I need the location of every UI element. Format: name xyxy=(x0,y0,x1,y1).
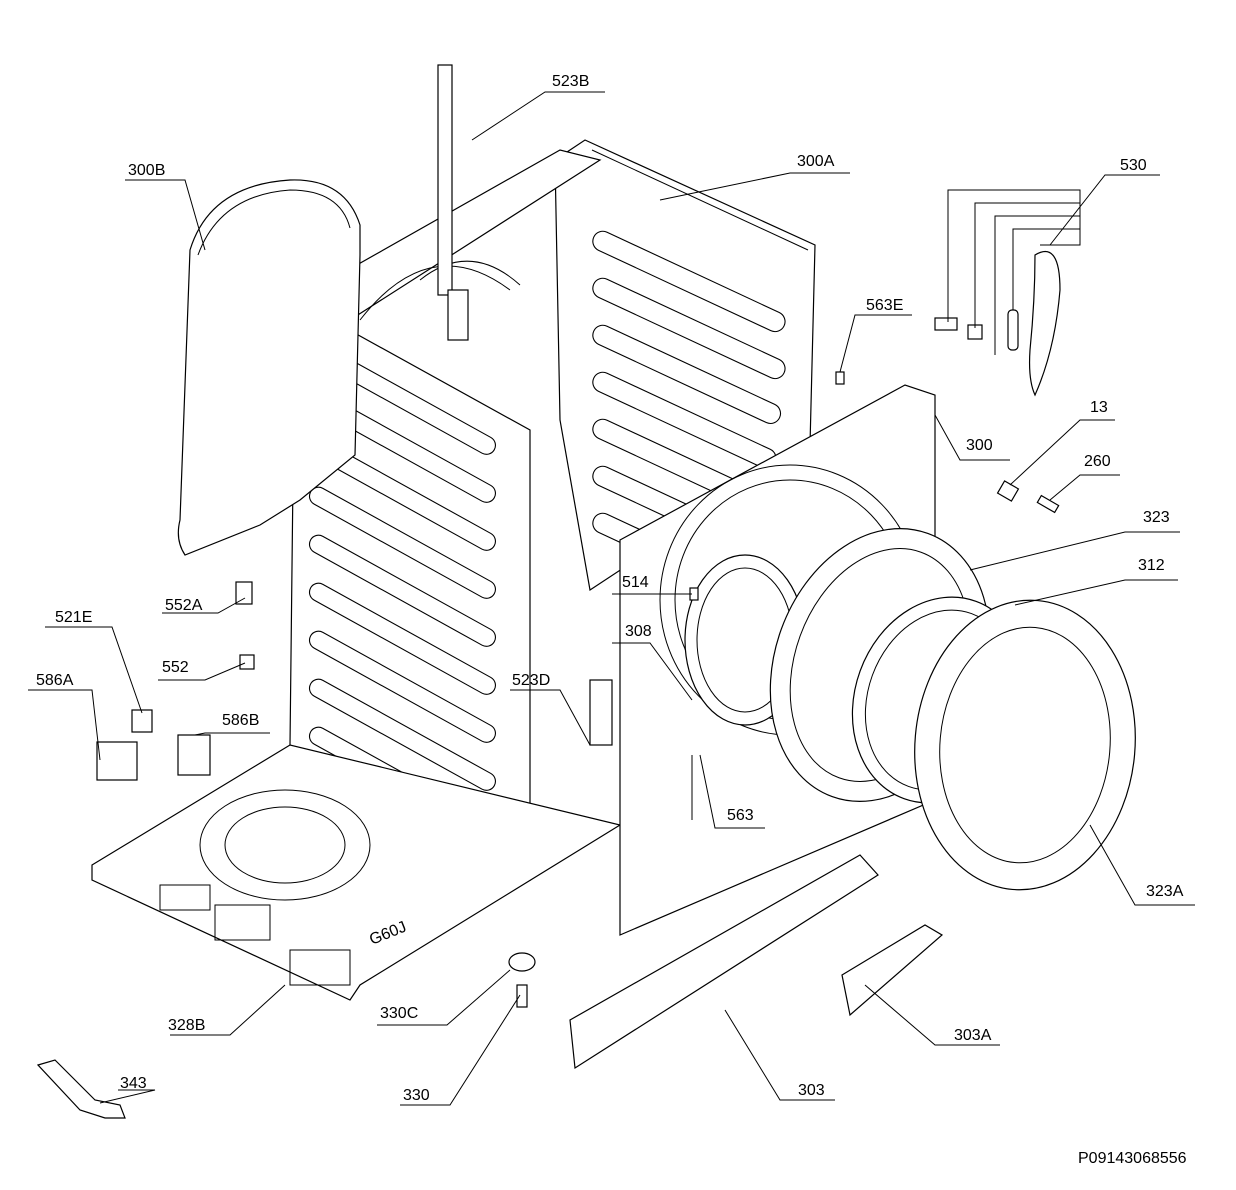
pin-13 xyxy=(996,480,1020,502)
lock-586B xyxy=(177,734,211,776)
label-523D: 523D xyxy=(512,672,550,689)
label-312: 312 xyxy=(1138,557,1165,574)
lock-586A xyxy=(96,741,138,781)
label-323A: 323A xyxy=(1146,883,1184,900)
label-303: 303 xyxy=(798,1082,825,1099)
bracket-552A xyxy=(235,581,253,605)
leader-lines xyxy=(28,91,1195,1106)
label-586B: 586B xyxy=(222,712,259,729)
label-563: 563 xyxy=(727,807,754,824)
rear-seal-300B xyxy=(177,179,361,556)
label-260: 260 xyxy=(1084,453,1111,470)
plinth-303 xyxy=(569,854,879,1070)
label-552: 552 xyxy=(162,659,189,676)
label-552A: 552A xyxy=(165,597,203,614)
part-labels: 523B 300B 300A 530 563E 13 300 260 323 3… xyxy=(36,73,1184,1104)
label-13: 13 xyxy=(1090,399,1108,416)
foot-330 xyxy=(516,984,528,1008)
handle-part-a xyxy=(934,317,958,331)
label-514: 514 xyxy=(622,574,649,591)
handle-spring xyxy=(1007,309,1019,351)
label-330: 330 xyxy=(403,1087,430,1104)
screw-563E xyxy=(835,371,845,385)
label-323: 323 xyxy=(1143,509,1170,526)
diagram-reference: P09143068556 xyxy=(1078,1150,1187,1167)
hinge-523D xyxy=(589,679,613,746)
door-outer-frame-323A xyxy=(914,599,1136,891)
label-308: 308 xyxy=(625,623,652,640)
label-343: 343 xyxy=(120,1075,147,1092)
small-parts xyxy=(36,250,1061,1119)
label-523B: 523B xyxy=(552,73,589,90)
label-300: 300 xyxy=(966,437,993,454)
label-530: 530 xyxy=(1120,157,1147,174)
label-300A: 300A xyxy=(797,153,835,170)
foot-330C xyxy=(508,952,536,972)
spring-260 xyxy=(1036,494,1060,514)
label-303A: 303A xyxy=(954,1027,992,1044)
label-330C: 330C xyxy=(380,1005,418,1022)
switch-521E xyxy=(131,709,153,733)
hinge-strip-523B xyxy=(437,64,469,341)
wrench-343 xyxy=(36,1059,126,1119)
label-563E: 563E xyxy=(866,297,903,314)
label-586A: 586A xyxy=(36,672,74,689)
label-300B: 300B xyxy=(128,162,165,179)
service-flap-303A xyxy=(841,924,944,1017)
rear-panel-slots xyxy=(592,230,786,572)
rear-panel-300A xyxy=(554,139,816,592)
bracket-552 xyxy=(239,654,255,670)
label-328B: 328B xyxy=(168,1017,205,1034)
label-521E: 521E xyxy=(55,609,92,626)
handle-530 xyxy=(1028,250,1061,397)
base-plate-328B xyxy=(91,744,622,1001)
